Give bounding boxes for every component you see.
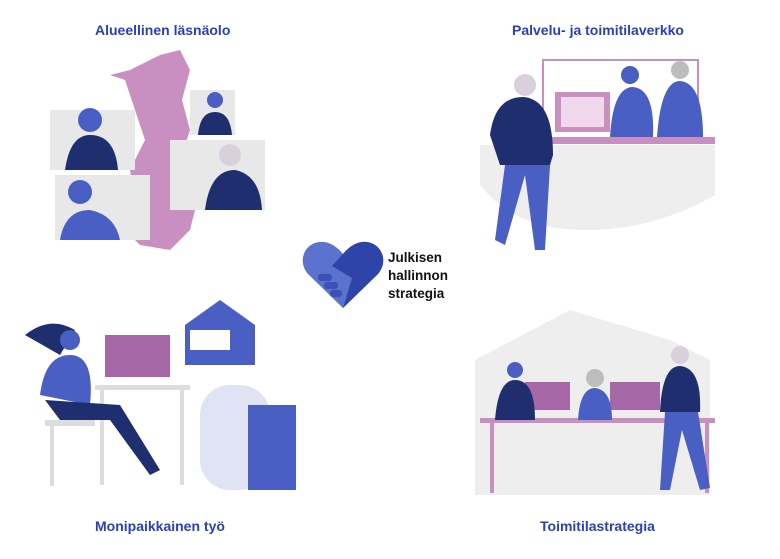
center-line-1: Julkisen: [388, 250, 443, 265]
office-strategy-illustration: [475, 310, 715, 495]
title-monipaikkainen-tyo: Monipaikkainen työ: [95, 518, 225, 534]
title-alueellinen-lasnaolo: Alueellinen läsnäolo: [95, 22, 231, 38]
title-toimitilastrategia: Toimitilastrategia: [540, 518, 655, 534]
center-line-2: hallinnon: [388, 268, 448, 283]
regional-presence-illustration: [50, 50, 265, 250]
title-palvelu-ja-toimitilaverkko: Palvelu- ja toimitilaverkko: [512, 22, 684, 38]
handshake-heart-icon: [302, 241, 384, 308]
service-network-illustration: [480, 59, 715, 250]
center-line-3: strategia: [388, 286, 445, 301]
multi-location-work-illustration: [25, 300, 296, 490]
center-label: Julkisen hallinnon strategia: [388, 249, 448, 303]
